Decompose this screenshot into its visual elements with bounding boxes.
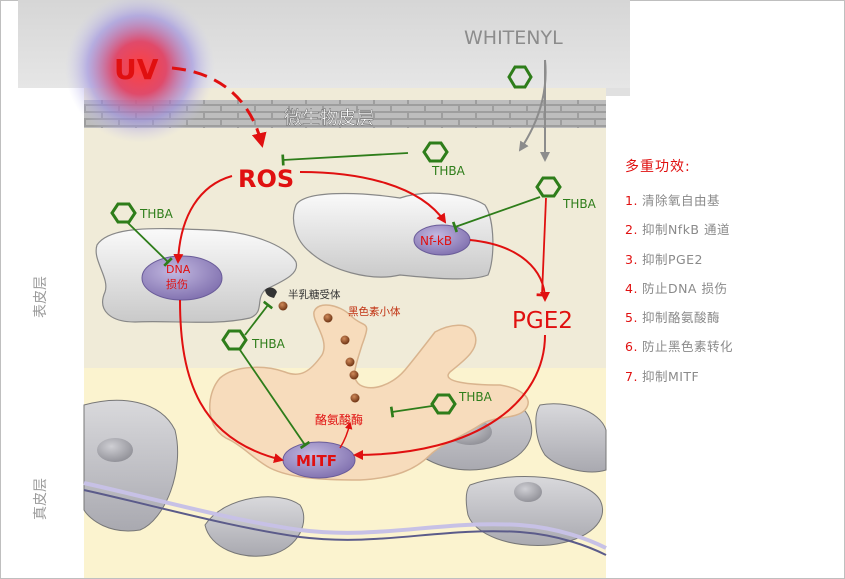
- thba-inhibit-nfkb: [451, 196, 541, 233]
- legend-item: 4.防止DNA 损伤: [625, 280, 728, 296]
- pge2-to-mitf-arrow: [353, 334, 546, 460]
- efficacy-legend: 多重功效: 1.清除氧自由基 2.抑制NfkB 通道 3.抑制PGE2 4.防止…: [625, 156, 840, 395]
- thba-inhibit-pge2: [536, 197, 548, 297]
- melanosome-label: 黑色素小体: [348, 305, 401, 318]
- dermis-label: 真皮层: [33, 478, 49, 520]
- ros-to-dna-arrow: [173, 175, 233, 264]
- basement-membrane-shadow: [83, 489, 607, 556]
- thba-label: THBA: [251, 337, 286, 351]
- legend-item: 3.抑制PGE2: [625, 251, 704, 267]
- legend-item: 7.抑制MITF: [625, 368, 700, 384]
- legend-title: 多重功效:: [625, 159, 691, 175]
- sky-right-ext: [605, 88, 630, 96]
- melanosomes: [278, 301, 360, 403]
- basement-membrane: [83, 481, 607, 550]
- thba-inhibit-mitf: [239, 349, 311, 450]
- uv-label: UV: [114, 53, 159, 86]
- ros-label: ROS: [238, 165, 294, 193]
- thba-label: THBA: [431, 164, 466, 178]
- pge2-label: PGE2: [512, 308, 573, 334]
- hexagon-icon: [110, 202, 137, 224]
- galactose-receptor-icon: [265, 287, 277, 298]
- stratum-corneum-label: 微生物皮层: [284, 108, 374, 129]
- legend-item: 1.清除氧自由基: [625, 193, 720, 208]
- thba-label: THBA: [458, 390, 493, 404]
- thba-inhibit-dna: [126, 221, 173, 267]
- epidermis-label: 表皮层: [33, 276, 49, 318]
- hexagon-icon: [507, 65, 533, 89]
- dna-damage-label: 损伤: [166, 277, 188, 291]
- uv-to-ros-arrow: [171, 66, 267, 148]
- dna-to-mitf-arrow: [179, 299, 284, 463]
- thba-label: THBA: [139, 207, 174, 221]
- thba-label: THBA: [562, 197, 597, 211]
- mitf-label: MITF: [296, 452, 337, 470]
- thba-inhibit-ros: [281, 152, 409, 166]
- dna-label: DNA: [166, 263, 191, 276]
- ros-to-nfkb-arrow: [299, 171, 447, 224]
- nfkb-label: Nf-kB: [420, 234, 452, 248]
- hexagon-icon: [430, 393, 457, 415]
- legend-item: 5.抑制酪氨酸酶: [625, 310, 720, 326]
- legend-item: 2.抑制NfkB 通道: [625, 222, 730, 238]
- legend-item: 6.防止黑色素转化: [625, 339, 733, 355]
- whitenyl-label: WHITENYL: [464, 27, 563, 49]
- tyrosinase-label: 酪氨酸酶: [315, 412, 363, 427]
- hexagon-icon: [221, 329, 248, 351]
- melanocyte: [209, 304, 529, 481]
- thba-inhibit-tyrosinase: [389, 405, 433, 418]
- galactose-receptor-label: 半乳糖受体: [288, 288, 341, 301]
- hexagon-icon: [535, 176, 562, 198]
- uv-glow: [65, 0, 215, 143]
- thba-inhibit-receptor: [244, 300, 274, 336]
- nfkb-to-pge2-arrow: [469, 239, 550, 302]
- legend-list: 1.清除氧自由基 2.抑制NfkB 通道 3.抑制PGE2 4.防止DNA 损伤…: [625, 190, 840, 395]
- hexagon-icon: [422, 141, 449, 163]
- mitf-to-tyrosinase-arrow: [339, 421, 353, 449]
